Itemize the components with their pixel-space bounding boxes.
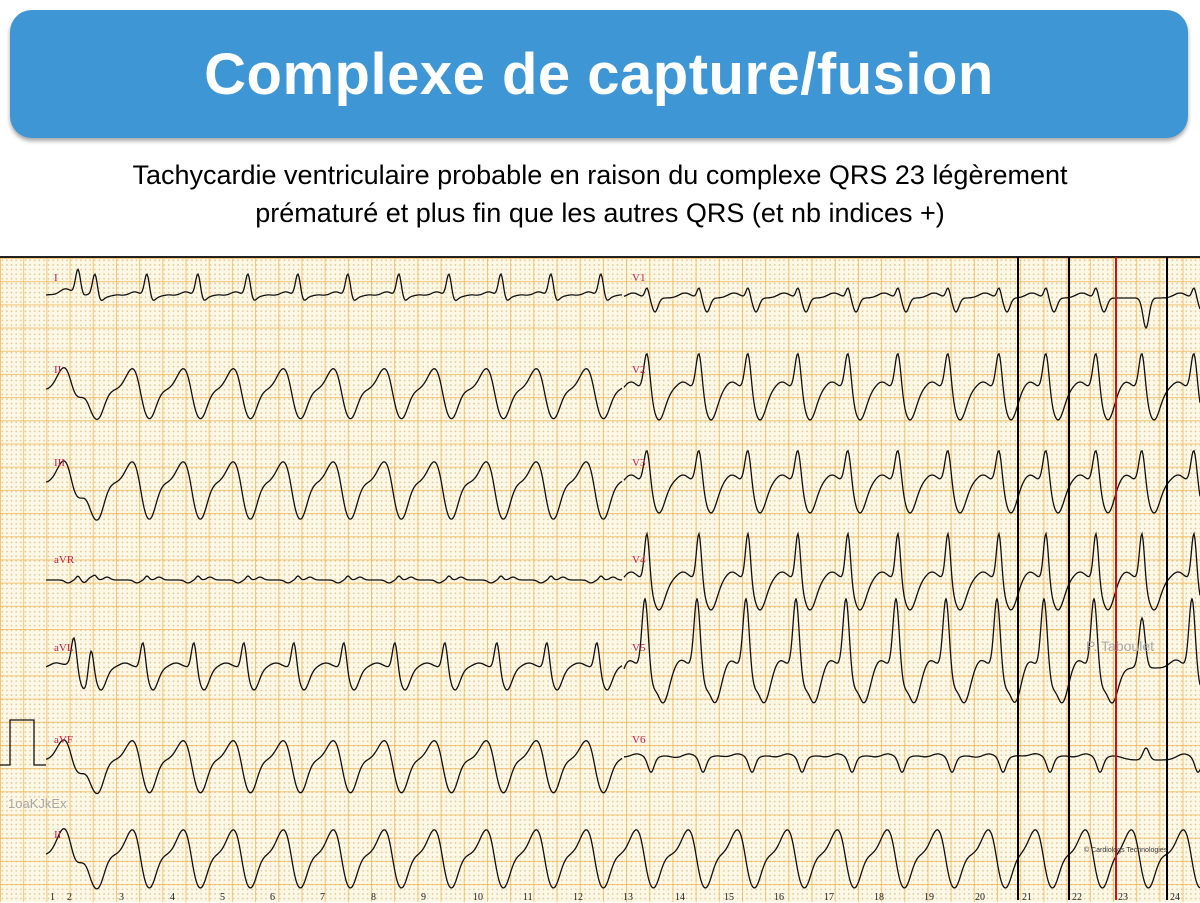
beat-number: 4 (170, 892, 175, 903)
beat-number: 22 (1072, 892, 1082, 903)
copyright-text: © Cardiologs Technologies (1084, 847, 1168, 854)
beat-number: 2 (67, 892, 72, 903)
ecg-trace-avl (45, 636, 623, 691)
lead-label-v4: V4 (632, 554, 646, 566)
ecg-strip (0, 256, 1200, 902)
beat-number: 18 (874, 892, 884, 903)
ecg-trace-v1 (623, 287, 1200, 330)
ecg-trace-v3 (623, 449, 1200, 514)
lead-label-ii: II (54, 364, 62, 376)
beat-number: 19 (924, 892, 934, 903)
lead-label-avr: aVR (54, 554, 75, 566)
ecg-trace-v2 (623, 352, 1200, 421)
ecg-trace-ii (45, 367, 623, 421)
slide-subtitle: Tachycardie ventriculaire probable en ra… (0, 156, 1200, 232)
ecg-trace-v5 (623, 598, 1200, 704)
author-watermark: P. Taboulet (1086, 638, 1154, 654)
beat-number: 24 (1170, 892, 1180, 903)
beat-number: 15 (724, 892, 734, 903)
beat-number: 13 (623, 892, 633, 903)
beat-number: 3 (119, 892, 124, 903)
lead-label-v1: V1 (632, 272, 646, 284)
lead-label-v5: V5 (632, 642, 646, 654)
ecg-trace-iii (45, 460, 623, 521)
beat-number: 7 (320, 892, 325, 903)
subtitle-line-1: Tachycardie ventriculaire probable en ra… (132, 160, 1068, 190)
subtitle-line-2: prématuré et plus fin que les autres QRS… (255, 198, 945, 228)
ecg-trace-v6 (624, 747, 1200, 774)
slide-title: Complexe de capture/fusion (204, 41, 994, 107)
ecg-trace-avr (46, 574, 623, 584)
calibration-pulse (0, 719, 46, 766)
beat-number: 1 (50, 892, 55, 903)
ecg-trace-rhythm-ii (45, 828, 1200, 890)
beat-number: 11 (523, 892, 533, 903)
lead-label-v6: V6 (632, 734, 646, 746)
ecg-trace-i (45, 268, 622, 302)
beat-number: 12 (573, 892, 583, 903)
beat-number: 17 (824, 892, 834, 903)
beat-number: 23 (1118, 892, 1128, 903)
beat-number: 14 (675, 892, 685, 903)
beat-number: 10 (473, 892, 483, 903)
lead-label-avl: aVL (54, 642, 74, 654)
lead-label-v3: V3 (632, 457, 646, 469)
beat-number: 21 (1022, 892, 1032, 903)
lead-label-i: I (54, 272, 58, 284)
beat-number: 9 (421, 892, 426, 903)
beat-number: 20 (975, 892, 985, 903)
lead-label-v2: V2 (632, 364, 646, 376)
lead-label-rhythm-ii: II (54, 829, 62, 841)
beat-number: 5 (220, 892, 225, 903)
beat-number: 6 (270, 892, 275, 903)
beat-number: 8 (371, 892, 376, 903)
lead-label-avf: aVF (54, 734, 73, 746)
ecg-trace-avf (45, 739, 623, 795)
lead-label-iii: III (54, 457, 65, 469)
id-watermark: 1oaKJkEx (8, 796, 67, 811)
title-banner: Complexe de capture/fusion (10, 10, 1188, 138)
ecg-trace-v4 (623, 531, 1200, 611)
beat-number: 16 (774, 892, 784, 903)
